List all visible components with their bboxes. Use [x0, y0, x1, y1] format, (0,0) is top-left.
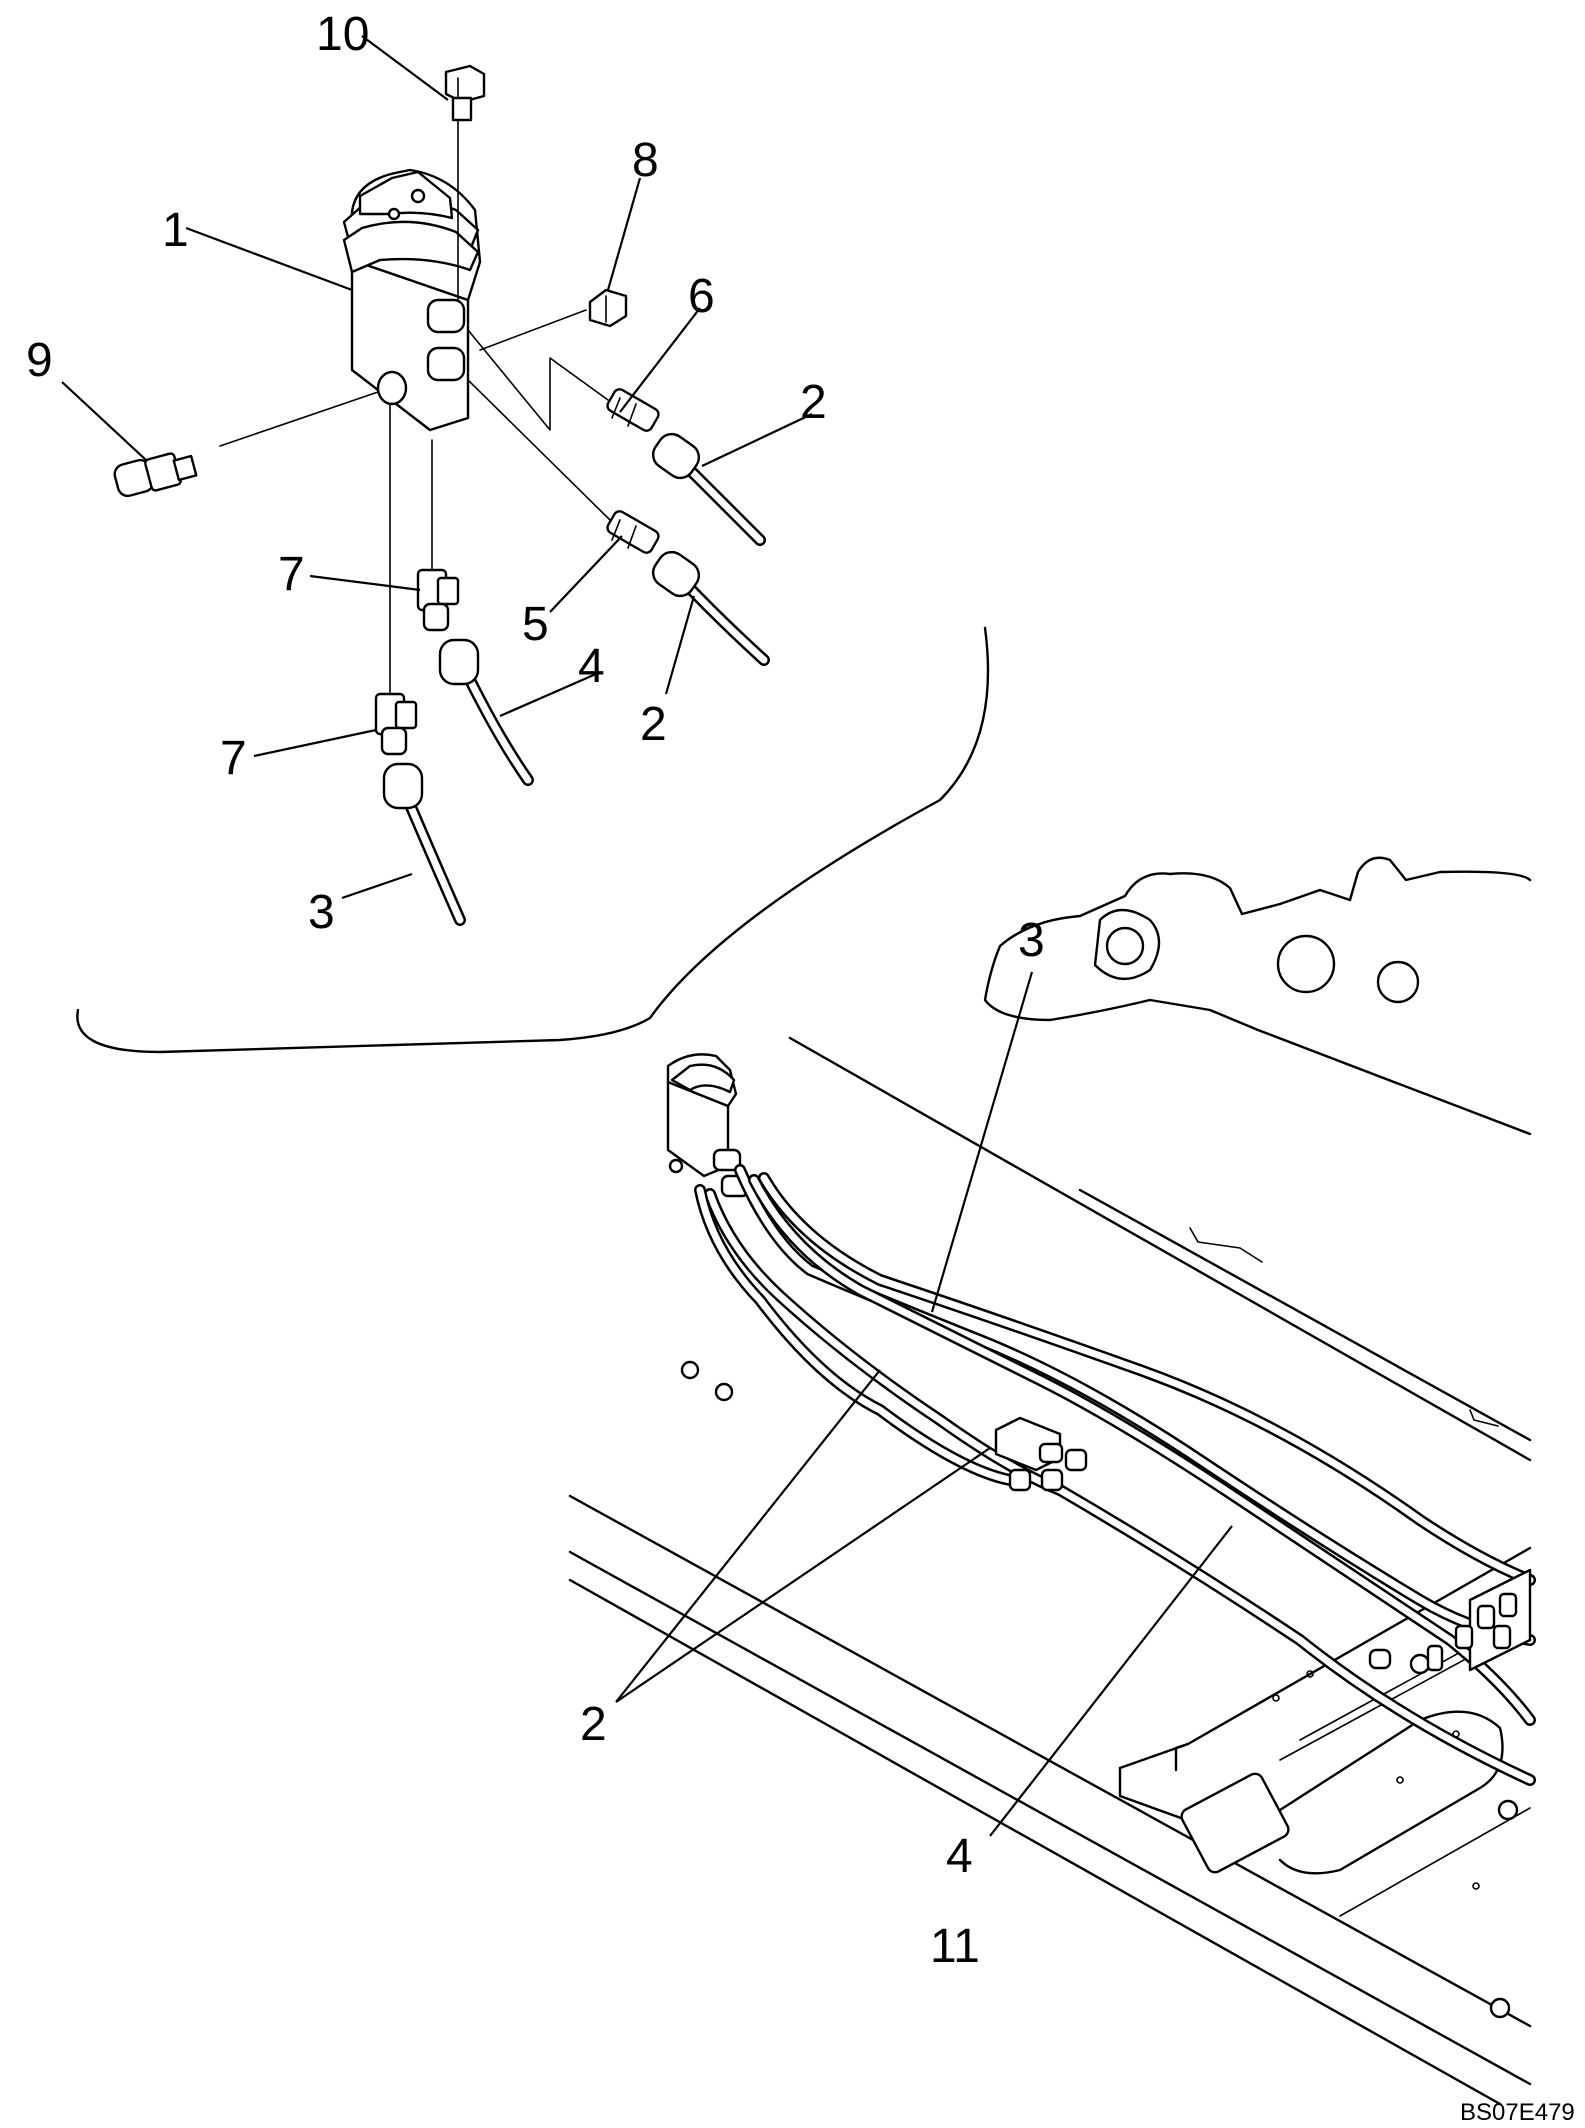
tee-fitting-lower [374, 692, 418, 756]
callout-1: 1 [162, 204, 189, 257]
hose-4-upper [438, 638, 534, 786]
callout-5: 5 [522, 598, 549, 651]
callout-4-lower: 4 [946, 1830, 973, 1883]
assembly-guide-lines [219, 119, 611, 695]
junction-tee [994, 1416, 1088, 1492]
tee-fitting-upper [416, 568, 460, 632]
callout-6: 6 [688, 270, 715, 323]
callout-3-lower: 3 [1018, 914, 1045, 967]
fitting-lower [606, 510, 660, 554]
hose-2-top [651, 432, 766, 546]
figure-id: BS07E479 [1460, 2099, 1575, 2126]
callout-2-lower: 2 [580, 1698, 607, 1751]
callout-7-upper: 7 [278, 548, 305, 601]
chassis-frame [568, 856, 1532, 2106]
callout-2-top: 2 [800, 376, 827, 429]
valve-block [342, 168, 482, 432]
brace [76, 626, 990, 1054]
callout-8: 8 [632, 134, 659, 187]
bulkhead-fittings [1368, 1568, 1532, 1672]
bolt [444, 64, 486, 122]
callout-11: 11 [930, 1920, 980, 1973]
callout-9: 9 [26, 334, 53, 387]
valve-block-installed [666, 1053, 750, 1198]
plug [588, 288, 628, 328]
callout-4-upper: 4 [578, 640, 605, 693]
pressure-switch [113, 452, 198, 498]
hose-bundle [694, 1164, 1536, 1786]
callout-7-lower: 7 [220, 732, 247, 785]
hose-3-upper [382, 762, 466, 926]
callout-2-mid: 2 [640, 698, 667, 751]
callout-3-upper: 3 [308, 886, 335, 939]
callout-labels: 10 8 1 6 2 9 7 5 4 2 7 3 3 2 4 11 [26, 8, 1045, 1973]
leader-lines [61, 35, 1233, 1837]
callout-10: 10 [316, 8, 369, 61]
fitting-upper [606, 388, 660, 432]
hose-2-mid [651, 550, 770, 666]
